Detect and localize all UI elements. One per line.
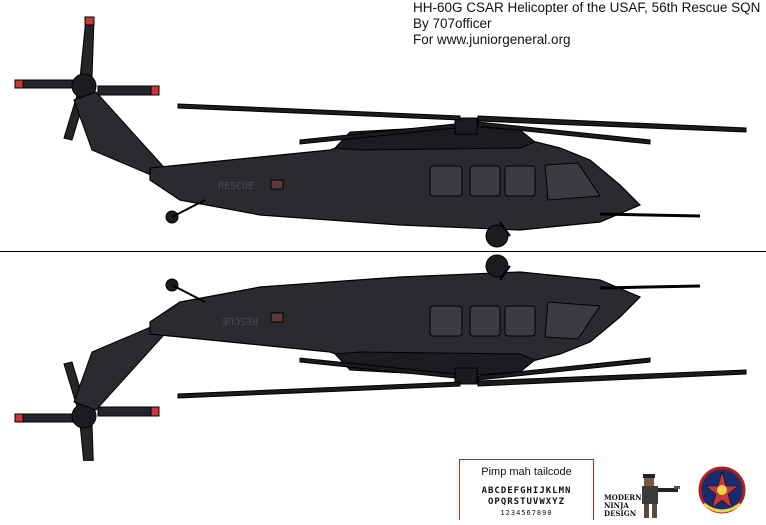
modern-ninja-logo: MODERN NINJA DESIGN — [604, 462, 696, 520]
ninja-line-2: NINJA — [604, 501, 629, 510]
ninja-line-3: DESIGN — [604, 509, 637, 518]
fuselage-marking: RESCUE — [218, 181, 254, 192]
main-wheel — [485, 224, 509, 248]
tailcode-title: Pimp mah tailcode — [481, 466, 572, 478]
helicopter-profile-bottom: RESCUE — [14, 254, 747, 461]
squadron-patch-icon — [698, 466, 746, 514]
title-block: HH-60G CSAR Helicopter of the USAF, 56th… — [413, 0, 760, 48]
tailcode-box: Pimp mah tailcode ABCDEFGHIJKLMN OPQRSTU… — [459, 459, 594, 520]
divider-line — [0, 251, 766, 252]
tailcode-alphabet-1: ABCDEFGHIJKLMN — [481, 486, 572, 496]
fuselage-marking: RESCUE — [222, 315, 258, 326]
ninja-line-1: MODERN — [604, 493, 642, 502]
source-line: For www.juniorgeneral.org — [413, 32, 571, 47]
title-line: HH-60G CSAR Helicopter of the USAF, 56th… — [413, 0, 761, 15]
ninja-soldier-icon — [642, 474, 680, 518]
tailcode-alphabet-2: OPQRSTUVWXYZ — [487, 497, 566, 507]
helicopter-profile-top: RESCUE — [14, 16, 747, 248]
tailcode-digits: 1234567890 — [500, 509, 553, 517]
author-line: By 707officer — [413, 16, 492, 31]
